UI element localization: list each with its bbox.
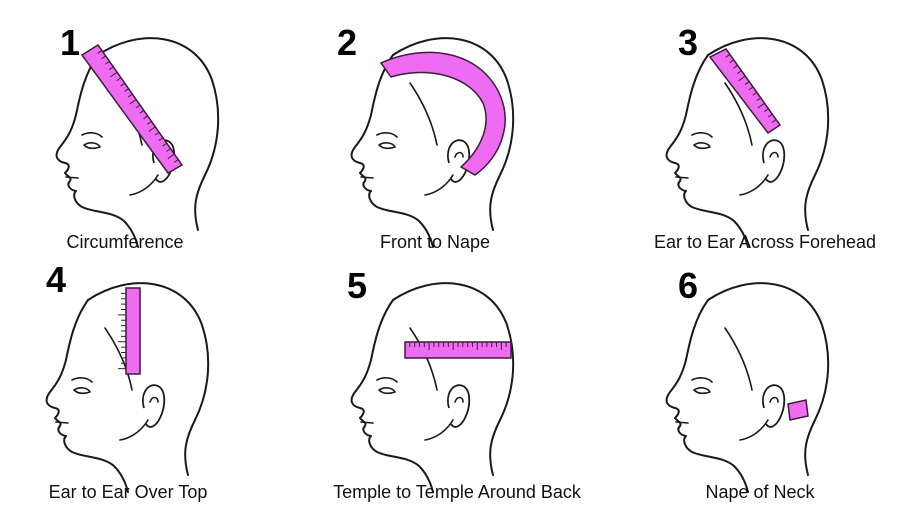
tape-tick: [143, 115, 148, 120]
tape-tick: [167, 153, 175, 160]
tape-tick: [116, 77, 122, 81]
panel-caption: Ear to Ear Across Forehead: [654, 232, 876, 252]
panel-temple-to-temple: 5 Temple to Temple Around Back: [333, 265, 582, 502]
tape-tick: [752, 92, 758, 96]
tape-tick: [158, 137, 164, 141]
panel-number: 3: [678, 22, 698, 63]
tape-tick: [97, 50, 103, 54]
tape-tick: [733, 64, 738, 69]
tape-tick: [124, 88, 129, 92]
tape-tick: [135, 104, 141, 109]
panel-front-to-nape: 2 Front to Nape: [337, 22, 515, 252]
tape-tick: [139, 110, 145, 114]
measuring-tape: [379, 51, 506, 176]
tape-tick: [101, 55, 106, 60]
panel-number: 5: [347, 265, 367, 306]
measuring-tape: [125, 287, 141, 375]
tape-tick: [771, 119, 777, 123]
panel-number: 2: [337, 22, 357, 63]
panel-caption: Front to Nape: [380, 232, 490, 252]
measuring-tape: [708, 48, 782, 135]
panel-caption: Ear to Ear Over Top: [49, 482, 208, 502]
tape-tick: [108, 66, 114, 71]
tape-tick: [173, 159, 179, 163]
tape-tick: [738, 75, 746, 82]
panel-nape-of-neck: 6 Nape of Neck: [665, 265, 830, 502]
panel-caption: Nape of Neck: [705, 482, 815, 502]
tape-tick: [120, 82, 126, 87]
panel-circumference: 1 Circumference: [55, 22, 220, 252]
panel-number: 6: [678, 265, 698, 306]
tape-tick: [110, 71, 118, 78]
tape-tick: [757, 102, 765, 109]
panel-caption: Circumference: [66, 232, 183, 252]
tape-tick: [737, 70, 742, 74]
panel-number: 4: [46, 259, 66, 300]
tape-tick: [729, 59, 734, 64]
tape-tick: [148, 126, 156, 132]
tape-tick: [127, 93, 133, 98]
tape-tick: [162, 142, 168, 147]
tape-tick: [129, 99, 137, 105]
tape-tick: [756, 97, 761, 102]
measuring-tape: [787, 399, 809, 421]
tape-tick: [725, 54, 731, 58]
tape-tick: [105, 60, 110, 65]
tape-tick: [147, 120, 152, 125]
tape-ticks: [97, 50, 777, 370]
panel-ear-to-ear-over-top: 4 Ear to Ear Over Top: [45, 259, 210, 502]
tape-tick: [154, 131, 160, 136]
tape-tick: [166, 148, 171, 152]
tape-tick: [764, 108, 769, 112]
panel-number: 1: [60, 22, 80, 63]
panel-ear-to-ear-forehead: 3 Ear to Ear Across Forehead: [654, 22, 876, 252]
measuring-tape: [80, 43, 184, 174]
panel-caption: Temple to Temple Around Back: [333, 482, 582, 502]
tape-tick: [744, 81, 750, 85]
tape-tick: [767, 113, 773, 118]
tape-tick: [748, 86, 754, 91]
